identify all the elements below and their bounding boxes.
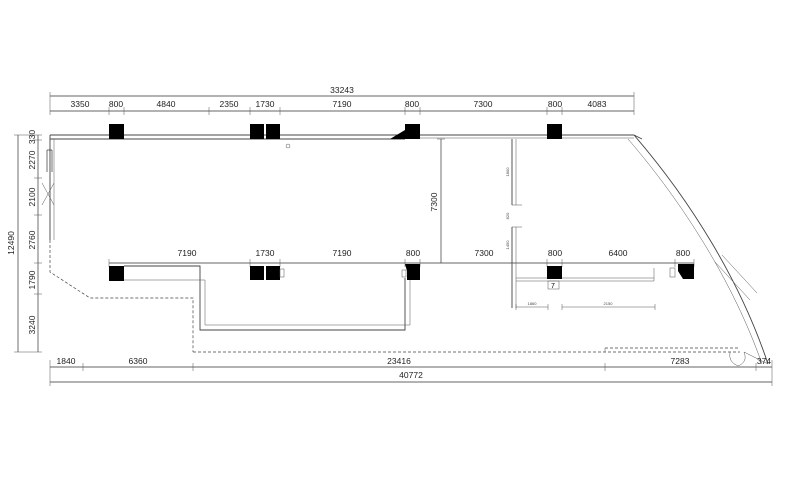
mid-dim-3: 7190 [333, 248, 352, 258]
top-wall [50, 124, 643, 149]
middle-dimension-chain: 7190 1730 7190 800 7300 800 6400 800 [108, 248, 695, 267]
top-dim-5: 1730 [256, 99, 275, 109]
bottom-dim-3: 23416 [387, 356, 411, 366]
column-mid-2 [250, 266, 264, 280]
left-wall [41, 135, 194, 352]
column-mid-4 [405, 264, 420, 280]
column-right-1 [547, 266, 562, 279]
column-top-3 [266, 124, 280, 139]
mid-dim-1: 7190 [178, 248, 197, 258]
mid-dim-6: 800 [548, 248, 562, 258]
left-dim-4: 2760 [27, 230, 37, 249]
column-mid-1 [109, 266, 124, 281]
column-right-2 [678, 264, 694, 279]
left-dim-5: 1790 [27, 270, 37, 289]
top-dim-8: 7300 [474, 99, 493, 109]
room-dim-4: 1860 [528, 301, 538, 306]
room-dim-1: 1800 [505, 167, 510, 177]
top-dim-3: 4840 [157, 99, 176, 109]
column-top-2 [250, 124, 264, 139]
bottom-dim-1: 1840 [57, 356, 76, 366]
bottom-dim-overall: 40772 [399, 370, 423, 380]
bottom-dim-2: 6360 [129, 356, 148, 366]
left-dimension-chain: 12490 330 2270 2100 2760 1790 3240 [6, 130, 42, 353]
bottom-dim-4: 7283 [671, 356, 690, 366]
room-dim-2: 820 [505, 212, 510, 219]
top-dim-overall: 33243 [330, 85, 354, 95]
left-dim-6: 3240 [27, 315, 37, 334]
bottom-dimension-chain: 1840 6360 23416 7283 374 40772 [49, 356, 773, 386]
room-dim-5: 2150 [604, 301, 614, 306]
right-rooms: 7 1800 820 1450 1860 2150 [505, 139, 694, 310]
top-dim-1: 3350 [71, 99, 90, 109]
column-top-5 [547, 124, 562, 139]
top-dimension-chain: 33243 3350 800 4840 2350 1730 7190 800 7… [49, 85, 635, 115]
room-marker: 7 [551, 283, 555, 290]
room-dim-3: 1450 [505, 240, 510, 250]
top-dim-9: 800 [548, 99, 562, 109]
column-mid-3 [266, 266, 280, 280]
left-dim-overall: 12490 [6, 231, 16, 255]
vertical-dim-7300: 7300 [429, 192, 439, 211]
left-dim-1: 330 [27, 130, 37, 144]
top-dim-2: 800 [109, 99, 123, 109]
mid-dim-5: 7300 [475, 248, 494, 258]
inner-walls [109, 264, 420, 331]
column-top-4 [390, 124, 420, 139]
top-dim-7: 800 [405, 99, 419, 109]
bottom-wall [193, 347, 769, 367]
mid-dim-8: 800 [676, 248, 690, 258]
column-top-1 [109, 124, 124, 139]
mid-dim-2: 1730 [256, 248, 275, 258]
vertical-dimension: 7300 [429, 138, 445, 263]
top-dim-10: 4083 [588, 99, 607, 109]
left-dim-3: 2100 [27, 187, 37, 206]
top-dim-6: 7190 [333, 99, 352, 109]
right-slanted-wall [627, 134, 769, 365]
mid-dim-7: 6400 [609, 248, 628, 258]
bottom-dim-5: 374 [757, 356, 771, 366]
left-dim-2: 2270 [27, 150, 37, 169]
top-dim-4: 2350 [220, 99, 239, 109]
mid-dim-4: 800 [406, 248, 420, 258]
